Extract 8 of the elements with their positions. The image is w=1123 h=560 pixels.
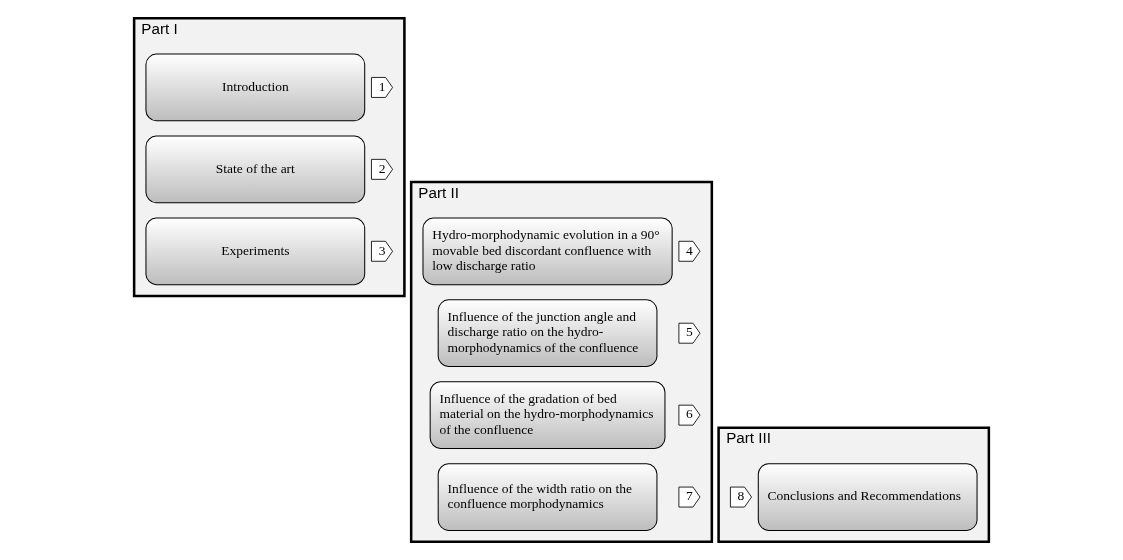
node-box: Introduction [145,53,366,122]
node-box: Conclusions and Recommendations [757,463,978,531]
node-box: Hydro-morphodynamic evolution in a 90° movable bed discordant confluence with low discharge ratio [422,217,673,286]
node-box: Influence of the junction angle and discharge ratio on the hydro-morphodynamics of the confluence [437,299,658,368]
node-box: Influence of the width ratio on the confluence morphodynamics [437,463,658,531]
node-box: State of the art [145,135,366,204]
node-box: Influence of the gradation of bed material on the hydro-morphodynamics of the confluence [429,381,666,449]
node-box: Experiments [145,217,366,286]
